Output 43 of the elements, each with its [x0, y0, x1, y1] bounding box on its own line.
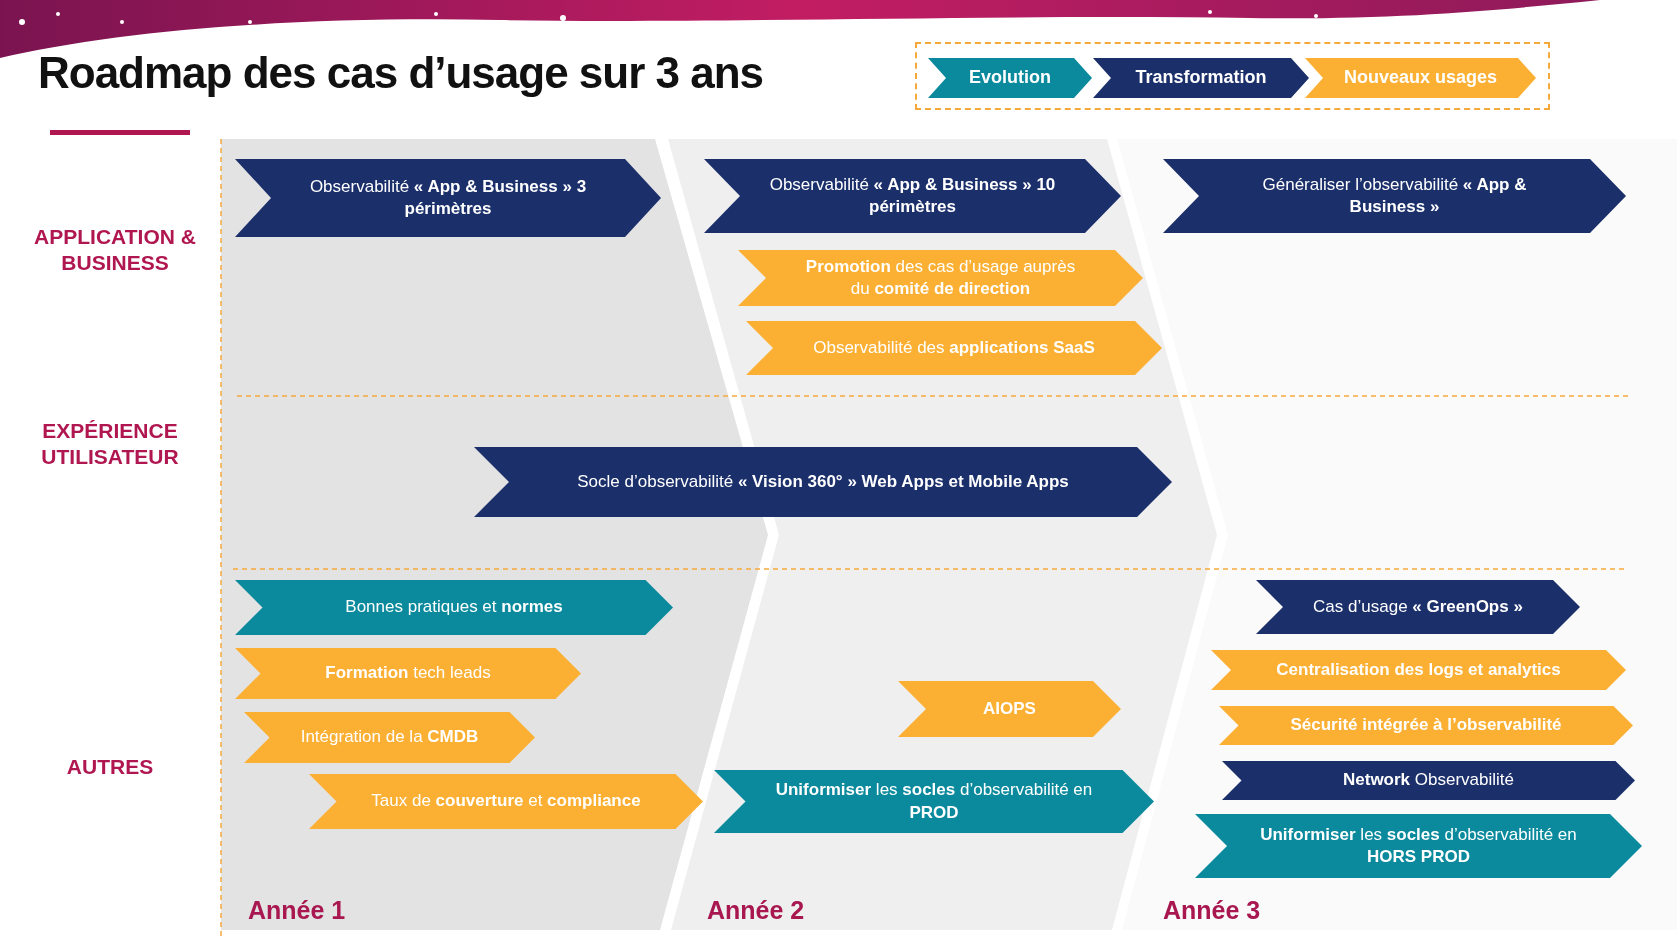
banner-label: Uniformiser les socles d’observabilité en HORS PROD: [1259, 823, 1578, 868]
banner-label: Bonnes pratiques et normes: [345, 596, 563, 619]
banner-label: Centralisation des logs et analytics: [1276, 658, 1561, 681]
banner-label: Network Observabilité: [1343, 769, 1514, 792]
row-heading: APPLICATION & BUSINESS: [33, 224, 197, 277]
roadmap-banner: [1256, 580, 1580, 634]
year-label: Année 2: [707, 895, 805, 926]
banner-label: AIOPS: [983, 697, 1036, 720]
banner-label: Cas d’usage « GreenOps »: [1313, 595, 1523, 618]
roadmap-banner: [704, 159, 1121, 233]
row-heading: EXPÉRIENCE UTILISATEUR: [40, 418, 180, 471]
roadmap-banner: [1163, 159, 1626, 233]
roadmap-banner: [1219, 706, 1633, 745]
legend-label: Nouveaux usages: [1343, 66, 1498, 90]
roadmap-banner: [1211, 650, 1626, 690]
banner-label: Promotion des cas d’usage auprès du comité de direction: [804, 255, 1077, 300]
legend-label: Evolution: [969, 66, 1051, 90]
roadmap-banner: [235, 648, 581, 699]
banner-label: Intégration de la CMDB: [300, 726, 479, 749]
roadmap-banner: [235, 159, 661, 237]
roadmap-banner: [235, 580, 673, 635]
roadmap-banner: [898, 681, 1121, 737]
banner-label: Observabilité « App & Business » 10 périmètres: [768, 173, 1057, 218]
roadmap-banner: [1195, 814, 1642, 878]
banner-label: Formation tech leads: [325, 662, 491, 685]
year-label: Année 1: [248, 895, 346, 926]
roadmap-banner: [474, 447, 1172, 517]
legend-label: Transformation: [1135, 66, 1267, 90]
title: Roadmap des cas d’usage sur 3 ans: [38, 48, 764, 98]
banner-label: Observabilité « App & Business » 3 périmètres: [308, 175, 588, 220]
year-label: Année 3: [1163, 895, 1261, 926]
banner-label: Observabilité des applications SaaS: [813, 336, 1095, 359]
banner-label: Sécurité intégrée à l’observabilité: [1290, 714, 1562, 737]
banner-label: Socle d’observabilité « Vision 360° » Web Apps et Mobile Apps: [577, 470, 1069, 493]
roadmap-banner: [714, 770, 1154, 833]
row-heading: AUTRES: [65, 754, 155, 780]
roadmap-banner: [746, 321, 1162, 375]
roadmap-banner: [738, 250, 1143, 306]
roadmap-banner: [1222, 761, 1635, 800]
roadmap-banner: [309, 774, 703, 829]
banner-label: Taux de couverture et compliance: [371, 790, 641, 813]
banner-label: Uniformiser les socles d’observabilité en PROD: [774, 779, 1094, 824]
banner-label: Généraliser l’observabilité « App & Business »: [1261, 173, 1528, 218]
